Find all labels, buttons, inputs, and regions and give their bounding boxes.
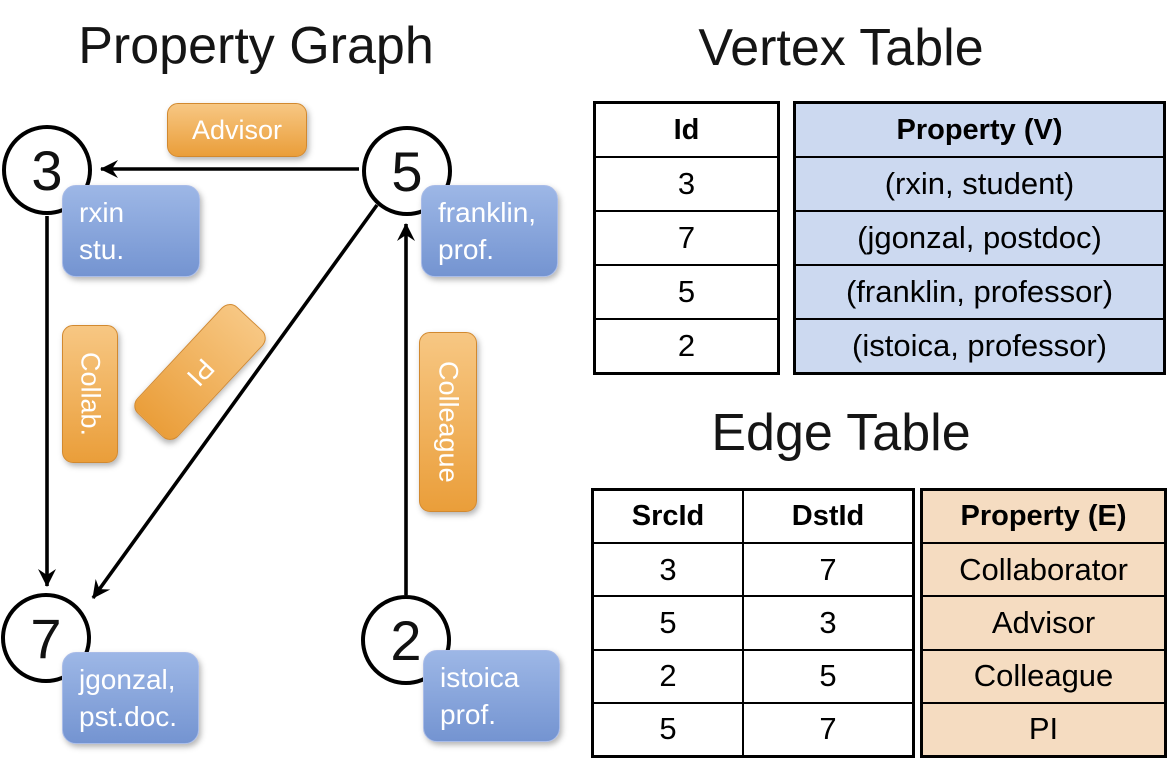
edge-table-title: Edge Table [711, 404, 971, 462]
vertex-table-id-cell: 5 [596, 264, 777, 318]
vertex-node-2-id: 2 [390, 608, 422, 672]
edge-table-property-column: Property (E) Collaborator Advisor Collea… [920, 488, 1167, 758]
vertex-table-id-cell: 2 [596, 318, 777, 372]
edge-table-dstid-cell: 5 [742, 650, 912, 702]
vertex-node-2: 2 [361, 595, 451, 685]
vertex-property-line: istoica [440, 662, 520, 693]
vertex-node-3-id: 3 [31, 138, 63, 202]
edge-table-dstid-cell: 7 [742, 544, 912, 596]
vertex-table-id-column: Id 3 7 5 2 [593, 101, 780, 375]
vertex-table-id-cell: 7 [596, 210, 777, 264]
vertex-property-line: prof. [438, 234, 495, 265]
edge-table-srcid-cell: 3 [659, 551, 677, 587]
edge-table-id-header-row: SrcId DstId [594, 491, 912, 543]
edge-label-colleague: Colleague [419, 332, 477, 512]
edge-table-property-cell: Advisor [923, 595, 1164, 649]
vertex-property-box-7: jgonzal, pst.doc. [62, 652, 199, 744]
edge-label-collab: Collab. [62, 325, 118, 463]
vertex-node-7-id: 7 [30, 606, 62, 670]
vertex-table-property-cell: (istoica, professor) [796, 318, 1163, 372]
vertex-property-line: franklin, [438, 197, 537, 228]
vertex-property-line: prof. [440, 699, 497, 730]
edge-table-property-cell: Colleague [923, 648, 1164, 702]
vertex-property-box-5: franklin, prof. [421, 185, 558, 277]
vertex-property-line: pst.doc. [79, 701, 178, 732]
vertex-table-property-header: Property (V) [796, 104, 1163, 156]
edge-table-srcid-header: SrcId [631, 500, 705, 533]
vertex-property-line: jgonzal, [79, 664, 176, 695]
edge-table-dstid-header: DstId [742, 491, 912, 543]
vertex-table-property-cell: (rxin, student) [796, 156, 1163, 210]
edge-table-id-row: 5 3 [594, 595, 912, 649]
edge-table-property-cell: PI [923, 701, 1164, 756]
edge-table-srcid-cell: 2 [659, 658, 677, 694]
edge-table-srcid-cell: 5 [659, 605, 677, 640]
vertex-table-property-column: Property (V) (rxin, student) (jgonzal, p… [793, 101, 1166, 375]
vertex-table-id-cell: 3 [596, 156, 777, 210]
property-graph-title: Property Graph [78, 17, 434, 75]
edge-table-id-row: 3 7 [594, 542, 912, 596]
edge-table-property-cell: Collaborator [923, 542, 1164, 596]
graph-edges-layer [38, 160, 415, 600]
vertex-property-line: rxin [79, 197, 125, 228]
edge-table-id-columns: SrcId DstId 3 7 5 3 2 5 5 7 [591, 488, 915, 758]
edge-arrow-5-to-7 [91, 203, 379, 600]
vertex-table-title: Vertex Table [698, 19, 984, 77]
vertex-table-property-cell: (franklin, professor) [796, 264, 1163, 318]
vertex-table-id-header: Id [673, 113, 700, 146]
edge-table-id-row: 2 5 [594, 648, 912, 702]
edge-table-id-row: 5 7 [594, 701, 912, 756]
vertex-node-5: 5 [362, 126, 452, 216]
edge-label-advisor: Advisor [167, 103, 307, 157]
vertex-property-box-2: istoica prof. [423, 650, 560, 742]
vertex-property-line: stu. [79, 234, 125, 265]
vertex-property-box-3: rxin stu. [62, 185, 200, 277]
edge-table-property-header: Property (E) [923, 491, 1164, 543]
edge-table-dstid-cell: 3 [742, 597, 912, 649]
edge-table-srcid-cell: 5 [659, 711, 677, 747]
vertex-table-property-cell: (jgonzal, postdoc) [796, 210, 1163, 264]
edge-table-dstid-cell: 7 [742, 703, 912, 756]
vertex-node-5-id: 5 [391, 139, 423, 203]
